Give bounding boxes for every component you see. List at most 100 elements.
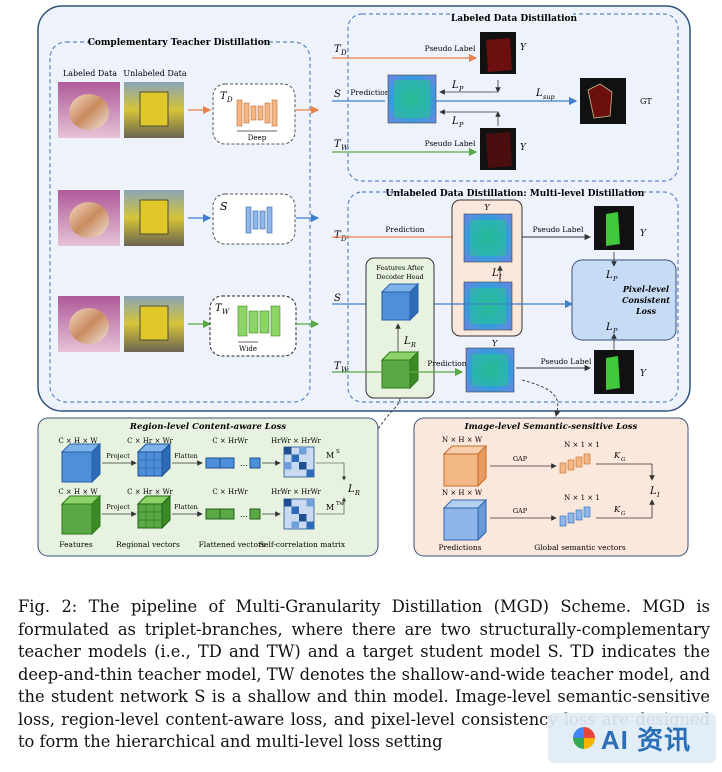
svg-text:Y: Y (484, 203, 490, 212)
svg-text:Y: Y (520, 143, 527, 153)
deep-label: Deep (248, 134, 267, 142)
svg-text:S: S (336, 449, 340, 455)
teacher-wide-model: T W Wide (209, 295, 297, 357)
svg-text:P: P (458, 121, 464, 129)
student-model: S (212, 193, 296, 245)
svg-text:N × 1 × 1: N × 1 × 1 (564, 494, 600, 502)
svg-text:Global semantic vectors: Global semantic vectors (534, 543, 626, 552)
svg-text:T: T (334, 230, 342, 241)
svg-text:L: L (403, 336, 411, 347)
svg-text:Features After: Features After (376, 264, 424, 272)
svg-text:M: M (326, 451, 334, 460)
svg-text:M: M (326, 503, 334, 512)
svg-text:W: W (341, 366, 349, 374)
svg-text:S: S (220, 200, 228, 213)
svg-text:Flatten: Flatten (174, 452, 198, 460)
svg-text:C × HrWr: C × HrWr (212, 437, 248, 445)
svg-text:Pseudo Label: Pseudo Label (425, 139, 476, 148)
unlabeled-data-label: Unlabeled Data (123, 69, 186, 78)
svg-text:Flattened vectors: Flattened vectors (199, 540, 266, 549)
svg-text:T: T (334, 139, 342, 150)
figure-caption: Fig. 2: The pipeline of Multi-Granularit… (18, 597, 710, 751)
svg-text:L: L (451, 80, 459, 91)
image-row-1 (58, 82, 184, 138)
complementary-title: Complementary Teacher Distillation (88, 38, 271, 48)
svg-text:Y: Y (492, 339, 498, 348)
svg-text:K: K (613, 505, 621, 514)
svg-text:Features: Features (59, 540, 93, 549)
svg-text:L: L (451, 116, 459, 127)
svg-text:Self-correlation matrix: Self-correlation matrix (259, 540, 346, 549)
regional-grid-blue (136, 442, 172, 478)
labeled-distill-title: Labeled Data Distillation (451, 14, 578, 24)
svg-text:sup: sup (543, 93, 556, 101)
svg-text:T: T (334, 361, 342, 372)
svg-text:D: D (340, 235, 347, 243)
svg-text:P: P (458, 85, 464, 93)
svg-text:Flatten: Flatten (174, 503, 198, 511)
svg-text:...: ... (240, 459, 248, 468)
svg-text:C × H × W: C × H × W (58, 437, 98, 445)
svg-text:N × H × W: N × H × W (442, 436, 483, 444)
labeled-data-label: Labeled Data (63, 69, 117, 78)
svg-text:T: T (220, 91, 228, 102)
region-title: Region-level Content-aware Loss (129, 422, 286, 432)
svg-text:L: L (605, 270, 613, 281)
svg-text:L: L (605, 322, 613, 333)
svg-text:Project: Project (106, 503, 130, 511)
svg-text:L: L (649, 486, 657, 497)
svg-text:Y: Y (520, 43, 527, 53)
logo-icon (572, 727, 595, 749)
svg-text:P: P (612, 275, 618, 283)
svg-text:Y: Y (640, 229, 647, 239)
svg-text:Project: Project (106, 452, 130, 460)
svg-text:Prediction: Prediction (427, 359, 466, 368)
svg-text:G: G (621, 457, 626, 463)
svg-text:L: L (491, 268, 499, 279)
svg-text:N × H × W: N × H × W (442, 489, 483, 497)
svg-text:N × 1 × 1: N × 1 × 1 (564, 441, 600, 449)
svg-text:HrWr × HrWr: HrWr × HrWr (271, 488, 321, 496)
svg-text:Y: Y (640, 369, 647, 379)
svg-text:GAP: GAP (513, 507, 528, 515)
image-row-3 (58, 296, 184, 352)
svg-text:R: R (410, 341, 416, 349)
svg-text:GAP: GAP (513, 455, 528, 463)
svg-text:Decoder Head: Decoder Head (376, 273, 423, 281)
svg-text:GT: GT (640, 97, 652, 106)
svg-text:S: S (334, 89, 341, 100)
svg-text:L: L (535, 88, 543, 99)
svg-text:Prediction: Prediction (385, 225, 424, 234)
svg-text:G: G (621, 511, 626, 517)
self-corr-blue (283, 446, 315, 478)
svg-text:W: W (222, 308, 230, 316)
svg-text:R: R (354, 489, 360, 497)
self-corr-green (283, 498, 315, 530)
svg-text:Predictions: Predictions (438, 543, 481, 552)
svg-text:Regional vectors: Regional vectors (116, 540, 180, 549)
svg-text:Prediction: Prediction (350, 88, 389, 97)
svg-text:I: I (656, 491, 660, 499)
svg-text:Consistent: Consistent (622, 295, 670, 305)
svg-text:...: ... (240, 510, 248, 519)
svg-text:D: D (226, 96, 233, 104)
svg-text:HrWr × HrWr: HrWr × HrWr (271, 437, 321, 445)
image-row-2 (58, 190, 184, 246)
svg-text:D: D (340, 49, 347, 57)
svg-text:L: L (347, 484, 355, 495)
svg-text:P: P (612, 327, 618, 335)
svg-text:Pseudo Label: Pseudo Label (425, 44, 476, 53)
svg-text:S: S (334, 293, 341, 304)
svg-text:K: K (613, 451, 621, 460)
watermark: AI 资讯 (548, 713, 716, 763)
svg-text:Tw: Tw (336, 501, 344, 507)
wide-label: Wide (239, 345, 257, 353)
svg-text:C × H × W: C × H × W (58, 488, 98, 496)
svg-text:I: I (498, 273, 502, 281)
svg-text:T: T (334, 44, 342, 55)
teacher-deep-model: T D Deep (212, 83, 296, 145)
unlabeled-distill-title: Unlabeled Data Distillation: Multi-level… (386, 189, 645, 199)
svg-text:Pseudo Label: Pseudo Label (541, 357, 592, 366)
svg-text:C × Hr × Wr: C × Hr × Wr (127, 488, 173, 496)
